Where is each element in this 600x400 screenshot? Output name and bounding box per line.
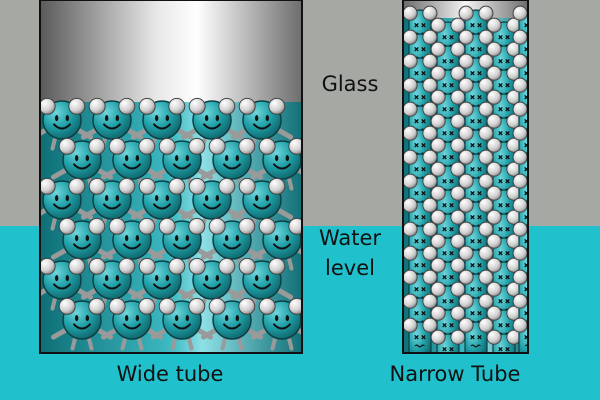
worried-water-molecule-icon [403,317,438,353]
narrow-tube-molecules [403,5,528,353]
worried-water-molecule-icon [486,329,522,353]
smiling-water-molecule-icon [81,177,143,231]
glass-label: Glass [321,72,379,96]
worried-water-molecule-icon [458,317,494,353]
wide-tube [39,0,303,354]
smiling-water-molecule-icon [151,137,213,191]
smiling-water-molecule-icon [231,257,293,311]
smiling-water-molecule-icon [251,297,302,351]
wide-tube-molecules [40,97,302,351]
smiling-water-molecule-icon [51,137,113,191]
narrow-tube-label: Narrow Tube [389,362,521,386]
smiling-water-molecule-icon [201,297,263,351]
smiling-water-molecule-icon [181,97,243,151]
water-level-label-line2: level [325,256,375,280]
smiling-water-molecule-icon [81,257,143,311]
smiling-water-molecule-icon [251,217,302,271]
worried-water-molecule-icon [430,329,466,353]
water-level-label-line1: Water [318,226,382,250]
wide-tube-outline [39,0,303,354]
smiling-water-molecule-icon [51,297,113,351]
narrow-tube-outline [402,0,529,354]
smiling-water-molecule-icon [151,217,213,271]
wide-tube-label: Wide tube [116,362,224,386]
smiling-water-molecule-icon [181,177,243,231]
narrow-tube [402,0,529,354]
worried-water-molecule-icon [512,317,528,353]
